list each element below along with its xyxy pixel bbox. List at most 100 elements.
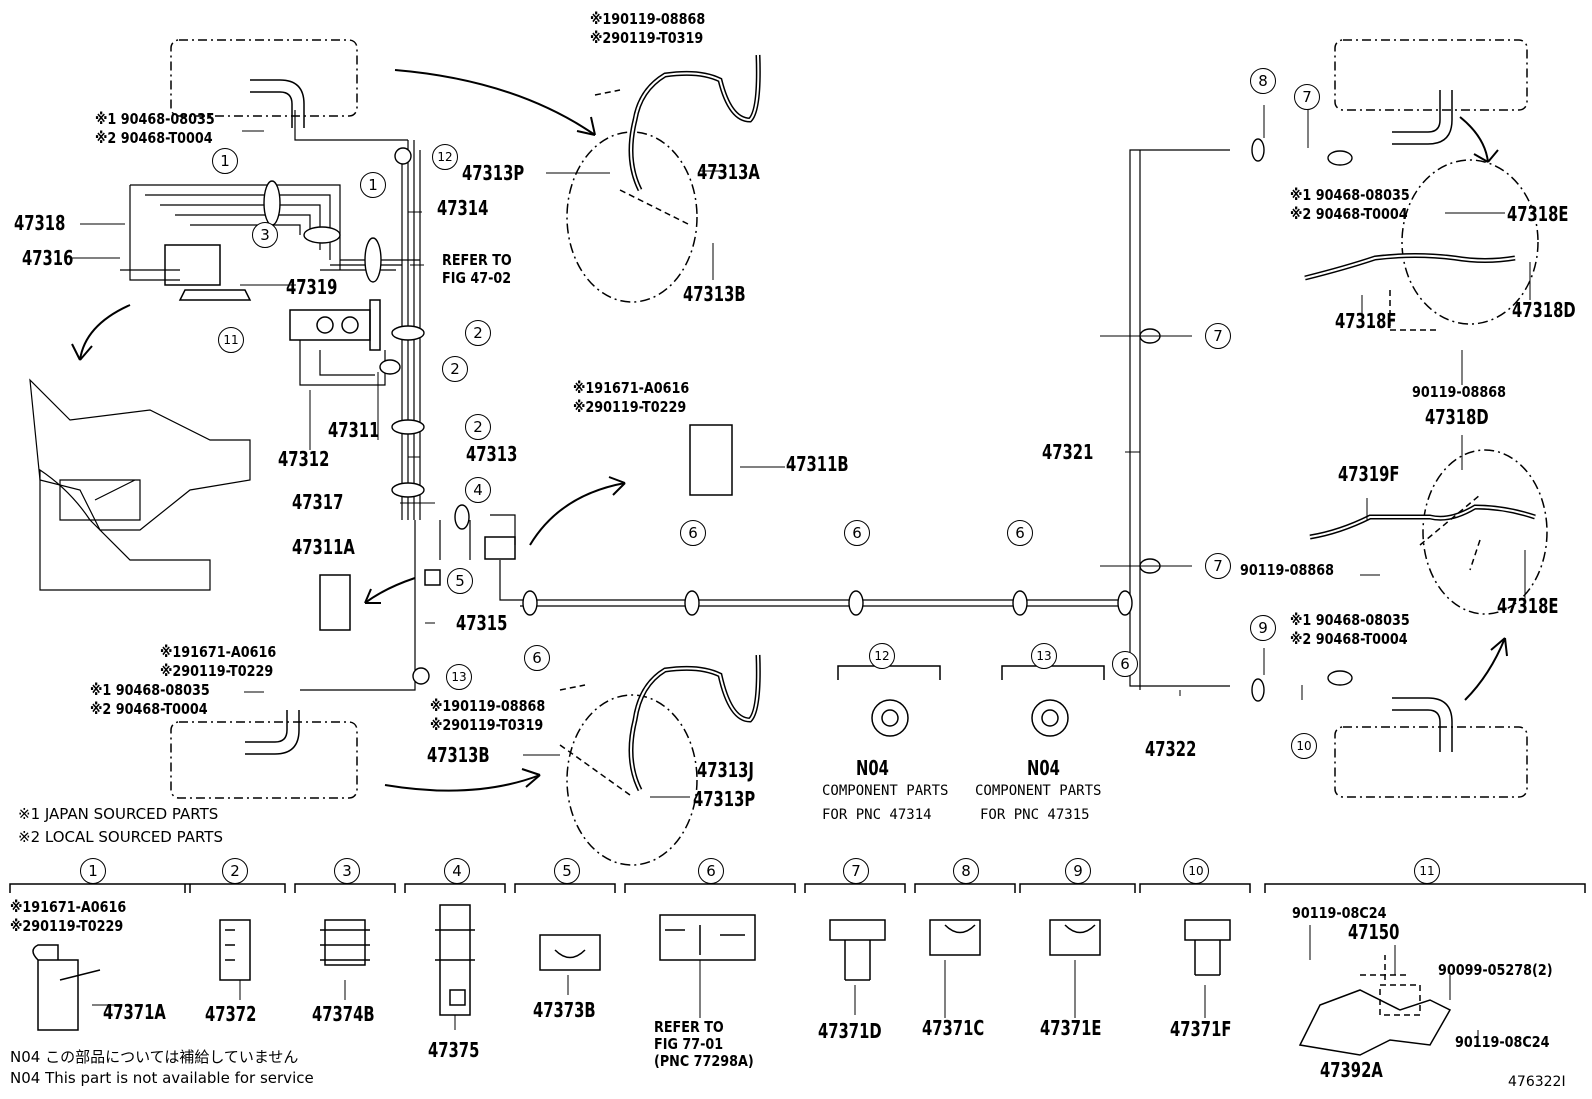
callout-2-c: 2 <box>465 414 491 440</box>
callout-7-b: 7 <box>1205 553 1231 579</box>
callout-6-d: 6 <box>1007 520 1033 546</box>
figure-id: 476322I <box>1508 1074 1566 1090</box>
part-47318E-bottom: 47318E <box>1497 594 1559 618</box>
ref-bottom-right-1: ※1 90468-08035 <box>1290 611 1410 629</box>
ref-clamp6-3: (PNC 77298A) <box>654 1052 754 1070</box>
callout-12-group: 12 <box>869 643 895 669</box>
ref-clamp6-2: FIG 77-01 <box>654 1035 724 1053</box>
ref-mid-center-1: ※191671-A0616 <box>573 379 690 397</box>
part-47314: 47314 <box>437 196 489 220</box>
ref-bottom-center-2: ※290119-T0319 <box>430 716 544 734</box>
part-47319: 47319 <box>286 275 338 299</box>
callout-10: 10 <box>1291 733 1317 759</box>
ref-bracket-bolt-1: 90119-08C24 <box>1292 904 1387 922</box>
group-callout-1: 1 <box>80 858 106 884</box>
part-47311A: 47311A <box>292 535 355 559</box>
part-47318D-top: 47318D <box>1512 298 1576 322</box>
group-callout-9: 9 <box>1065 858 1091 884</box>
part-47374B: 47374B <box>312 1002 375 1026</box>
group-callout-6: 6 <box>698 858 724 884</box>
refer-label: REFER TO <box>442 251 512 269</box>
callout-6-b: 6 <box>680 520 706 546</box>
part-47321: 47321 <box>1042 440 1094 464</box>
callout-7-c: 7 <box>1294 84 1320 110</box>
callout-1-b: 1 <box>360 172 386 198</box>
part-47316: 47316 <box>22 246 74 270</box>
group-callout-2: 2 <box>222 858 248 884</box>
callout-11: 11 <box>218 327 244 353</box>
ref-bottom-left-1: ※1 90468-08035 <box>90 681 210 699</box>
part-47392A: 47392A <box>1320 1058 1383 1082</box>
ref-top-right-2: ※2 90468-T0004 <box>1290 205 1408 223</box>
component-parts-1-line1: COMPONENT PARTS <box>822 783 949 799</box>
part-47372: 47372 <box>205 1002 257 1026</box>
note-local-sourced: ※2 LOCAL SOURCED PARTS <box>18 828 223 846</box>
part-47322: 47322 <box>1145 737 1197 761</box>
part-47371F: 47371F <box>1170 1017 1232 1041</box>
front-left-wheel-outline <box>170 39 358 117</box>
part-47313B-top: 47313B <box>683 282 746 306</box>
rear-left-wheel-outline <box>170 721 358 799</box>
part-47317: 47317 <box>292 490 344 514</box>
note-japan-sourced: ※1 JAPAN SOURCED PARTS <box>18 805 219 823</box>
ref-bracket-nut: 90099-05278(2) <box>1438 961 1553 979</box>
ref-left-2: ※290119-T0229 <box>160 662 274 680</box>
ref-bottom-left-2: ※2 90468-T0004 <box>90 700 208 718</box>
part-47313P-top: 47313P <box>462 161 525 185</box>
ref-left-1: ※191671-A0616 <box>160 643 277 661</box>
callout-7-a: 7 <box>1205 323 1231 349</box>
group-callout-11: 11 <box>1414 858 1440 884</box>
callout-1-a: 1 <box>212 148 238 174</box>
part-47371C: 47371C <box>922 1016 985 1040</box>
ref-clamp1-2: ※290119-T0229 <box>10 917 124 935</box>
callout-8: 8 <box>1250 68 1276 94</box>
part-47313A: 47313A <box>697 160 760 184</box>
ref-top-left-2: ※2 90468-T0004 <box>95 129 213 147</box>
callout-2-a: 2 <box>465 320 491 346</box>
part-47311B: 47311B <box>786 452 849 476</box>
group-callout-10: 10 <box>1183 858 1209 884</box>
group-callout-4: 4 <box>444 858 470 884</box>
part-47373B: 47373B <box>533 998 596 1022</box>
ref-top-center-2: ※290119-T0319 <box>590 29 704 47</box>
callout-6-c: 6 <box>844 520 870 546</box>
component-parts-2-line1: COMPONENT PARTS <box>975 783 1102 799</box>
part-N04-a: N04 <box>856 756 889 780</box>
note-n04-japanese: N04 この部品については補給していません <box>10 1048 299 1066</box>
rear-right-wheel-outline <box>1334 726 1528 798</box>
group-callout-7: 7 <box>843 858 869 884</box>
ref-top-right-1: ※1 90468-08035 <box>1290 186 1410 204</box>
ref-bracket-bolt-2: 90119-08C24 <box>1455 1033 1550 1051</box>
part-90119-08868-right-bottom: 90119-08868 <box>1240 561 1335 579</box>
ref-clamp1-1: ※191671-A0616 <box>10 898 127 916</box>
part-47318D-middle: 47318D <box>1425 405 1489 429</box>
part-47371E: 47371E <box>1040 1016 1102 1040</box>
part-47312: 47312 <box>278 447 330 471</box>
part-47318: 47318 <box>14 211 66 235</box>
ref-mid-center-2: ※290119-T0229 <box>573 398 687 416</box>
ref-top-center-1: ※190119-08868 <box>590 10 706 28</box>
refer-fig: FIG 47-02 <box>442 269 512 287</box>
part-47313P-bottom: 47313P <box>693 787 756 811</box>
group-callout-5: 5 <box>554 858 580 884</box>
component-parts-1-line2: FOR PNC 47314 <box>822 807 932 823</box>
callout-12: 12 <box>432 144 458 170</box>
ref-top-left-1: ※1 90468-08035 <box>95 110 215 128</box>
note-n04-english: N04 This part is not available for servi… <box>10 1069 314 1087</box>
part-47150: 47150 <box>1348 920 1400 944</box>
callout-6-a: 6 <box>524 645 550 671</box>
ref-bottom-center-1: ※190119-08868 <box>430 697 546 715</box>
part-90119-08868-right-top: 90119-08868 <box>1412 383 1507 401</box>
part-N04-b: N04 <box>1027 756 1060 780</box>
part-47313J: 47313J <box>697 758 754 782</box>
callout-4: 4 <box>465 477 491 503</box>
callout-3: 3 <box>252 222 278 248</box>
callout-9: 9 <box>1250 615 1276 641</box>
group-callout-3: 3 <box>334 858 360 884</box>
group-callout-8: 8 <box>953 858 979 884</box>
callout-6-e: 6 <box>1112 651 1138 677</box>
component-parts-2-line2: FOR PNC 47315 <box>980 807 1090 823</box>
part-47319F: 47319F <box>1338 462 1400 486</box>
ref-clamp6-1: REFER TO <box>654 1018 724 1036</box>
